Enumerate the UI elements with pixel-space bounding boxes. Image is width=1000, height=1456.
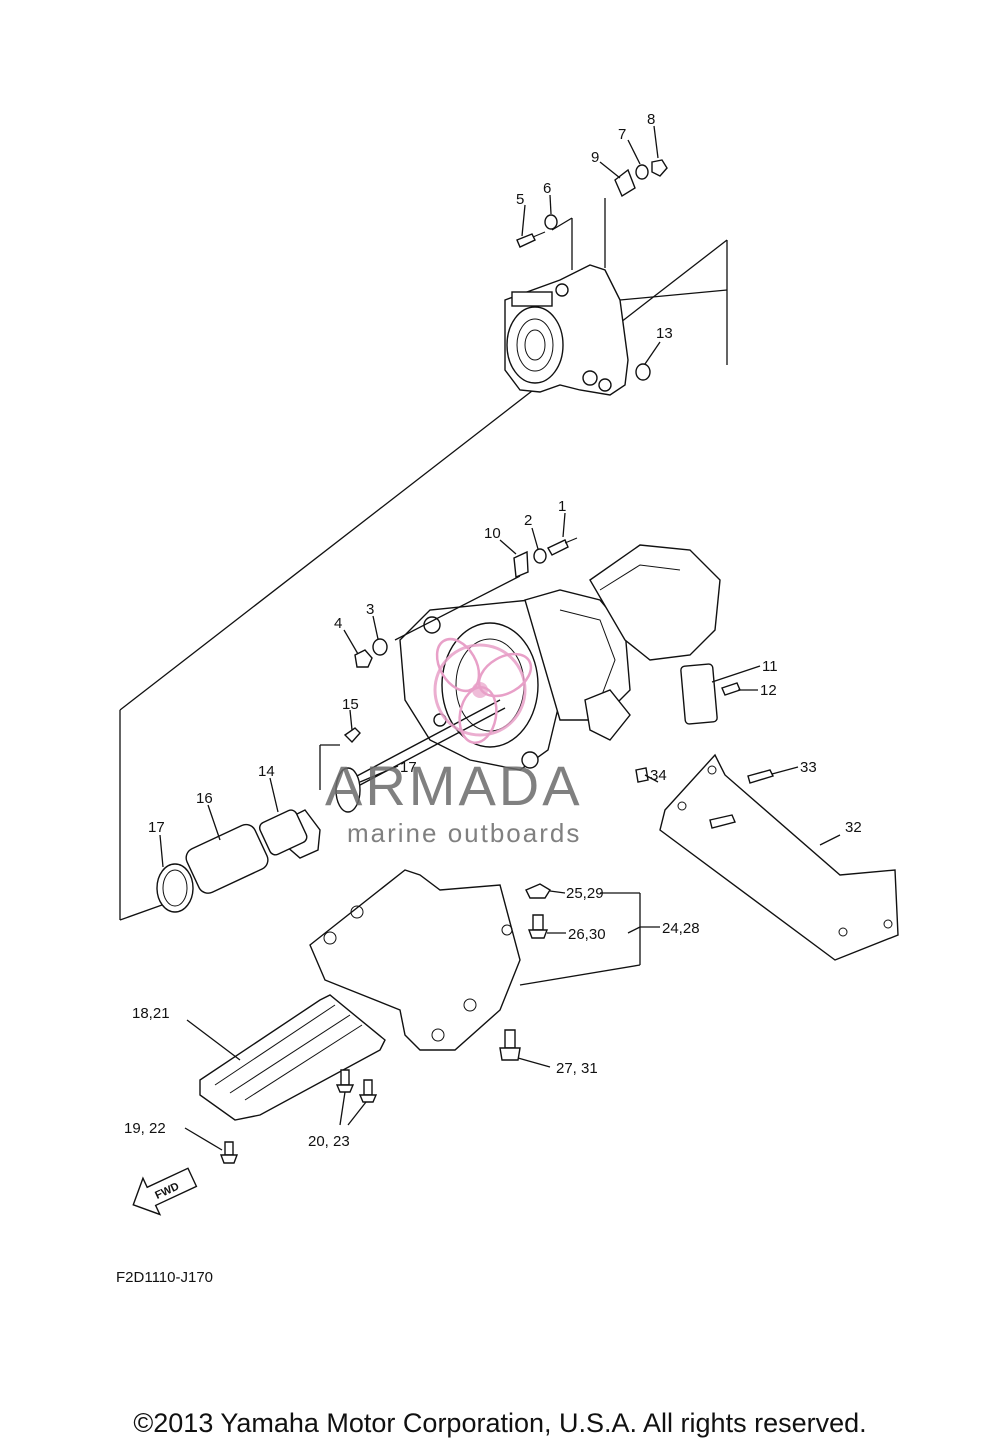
callout-26-30: 26,30 [568,926,606,943]
callout-1: 1 [558,498,566,515]
callout-16: 16 [196,790,213,807]
callout-32: 32 [845,819,862,836]
callout-7: 7 [618,126,626,143]
watermark: ARMADA marine outboards [325,637,583,848]
callout-11: 11 [762,658,778,675]
watermark-logo-icon [433,637,533,745]
callout-14: 14 [258,763,275,780]
top-fasteners [516,159,668,381]
ride-plate [199,753,899,1121]
pump-fasteners [343,537,741,744]
callout-25-29: 25,29 [566,885,604,902]
callout-2: 2 [524,512,532,529]
copyright-notice: ©2013 Yamaha Motor Corporation, U.S.A. A… [133,1408,867,1438]
boundary-lines [119,239,728,921]
callout-12: 12 [760,682,777,699]
callout-15: 15 [342,696,359,713]
callout-24-28: 24,28 [662,920,700,937]
callout-4: 4 [334,615,342,632]
callout-9: 9 [591,149,599,166]
drive-shaft [156,699,506,913]
callout-17-right: 17 [400,759,417,776]
callout-8: 8 [647,111,655,128]
callout-labels: 5 6 9 7 8 13 1 2 10 3 4 11 12 15 14 16 1… [124,111,862,1150]
watermark-brand: ARMADA [325,754,583,817]
callout-5: 5 [516,191,524,208]
callout-13: 13 [656,325,673,342]
callout-6: 6 [543,180,551,197]
callout-33: 33 [800,759,817,776]
callout-20-23: 20, 23 [308,1133,350,1150]
callout-17-left: 17 [148,819,165,836]
fwd-arrow: FWD [132,1167,198,1216]
callout-19-22: 19, 22 [124,1120,166,1137]
callout-3: 3 [366,601,374,618]
leader-lines [159,125,841,1151]
callout-18-21: 18,21 [132,1005,170,1022]
watermark-tagline: marine outboards [347,818,581,848]
callout-27-31: 27, 31 [556,1060,598,1077]
bearing-housing [504,264,629,396]
callout-10: 10 [484,525,501,542]
diagram-code: F2D1110-J170 [116,1269,213,1286]
small-fasteners [219,767,774,1164]
callout-34: 34 [650,767,667,784]
